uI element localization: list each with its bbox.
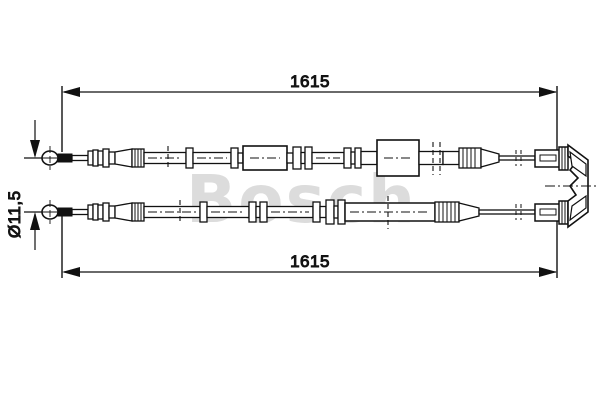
upper-bare-wire [498, 155, 536, 161]
diameter-label: Ø11,5 [5, 190, 24, 238]
lower-boot-taper [114, 202, 133, 222]
upper-flange-3 [292, 146, 302, 170]
lower-bead-5 [108, 205, 116, 219]
lower-clevis-slot [539, 208, 557, 216]
lower-flange-6 [337, 199, 346, 225]
upper-flange-1 [185, 147, 194, 169]
lower-bead-3 [97, 204, 104, 220]
lower-bead-1 [87, 204, 94, 220]
upper-flange-2 [230, 147, 239, 169]
lower-flange-1 [199, 201, 208, 223]
upper-ribbed-ferrule [458, 147, 482, 169]
lower-rod-1 [71, 208, 89, 216]
y-yoke-lower-arm [569, 194, 587, 222]
lower-spacer-2 [319, 205, 327, 219]
lower-brake-cable [38, 196, 569, 229]
lower-flange-3 [259, 201, 268, 223]
lower-flange-4 [312, 201, 321, 223]
y-yoke-bracket [545, 143, 598, 229]
y-yoke-upper-arm [569, 150, 587, 178]
upper-bead-1 [87, 150, 94, 166]
upper-flange-6 [354, 147, 362, 169]
upper-boot-taper [114, 148, 133, 168]
top-dim-arrow-left-icon [62, 87, 80, 97]
diameter-dimension: Ø11,5 [5, 120, 60, 250]
upper-rod-1 [71, 154, 89, 162]
lower-clevis-pin-block [558, 200, 569, 225]
upper-clevis-slot [539, 154, 557, 162]
top-dimension-label: 1615 [290, 72, 330, 91]
upper-tube-f [442, 150, 460, 166]
top-dimension: 1615 [61, 72, 558, 152]
dia-arrow-upper-icon [30, 140, 40, 158]
top-dim-arrow-right-icon [539, 87, 557, 97]
bottom-dimension: 1615 [61, 215, 558, 278]
lower-ribbed-ferrule [434, 201, 460, 223]
bottom-dimension-label: 1615 [290, 252, 330, 271]
lower-eyelet-shank [57, 207, 73, 217]
upper-clevis-pin-block [558, 146, 569, 171]
upper-bead-5 [108, 151, 116, 165]
upper-flange-5 [343, 147, 352, 169]
upper-brake-cable [38, 139, 569, 177]
upper-flange-4 [304, 146, 313, 170]
bottom-dim-arrow-left-icon [62, 267, 80, 277]
upper-ribbed-ferrule-body [458, 147, 482, 169]
dia-arrow-lower-icon [30, 212, 40, 230]
upper-sleeve-block-1 [242, 145, 288, 171]
lower-bare-wire [478, 209, 536, 215]
upper-bead-2 [92, 149, 99, 167]
upper-eyelet-shank [57, 153, 73, 163]
upper-spacer-2 [286, 152, 294, 164]
lower-bead-2 [92, 203, 99, 221]
lower-bead-4 [102, 202, 110, 222]
upper-break-mark-2 [432, 142, 441, 175]
bottom-dim-arrow-right-icon [539, 267, 557, 277]
upper-tube-d [360, 150, 378, 166]
lower-cone-tip [458, 202, 480, 222]
upper-bead-3 [97, 150, 104, 166]
upper-tube-e [418, 150, 444, 166]
lower-flange-2 [248, 201, 257, 223]
upper-bead-4 [102, 148, 110, 168]
lower-flange-5 [325, 199, 335, 225]
upper-cone-tip [480, 148, 500, 168]
